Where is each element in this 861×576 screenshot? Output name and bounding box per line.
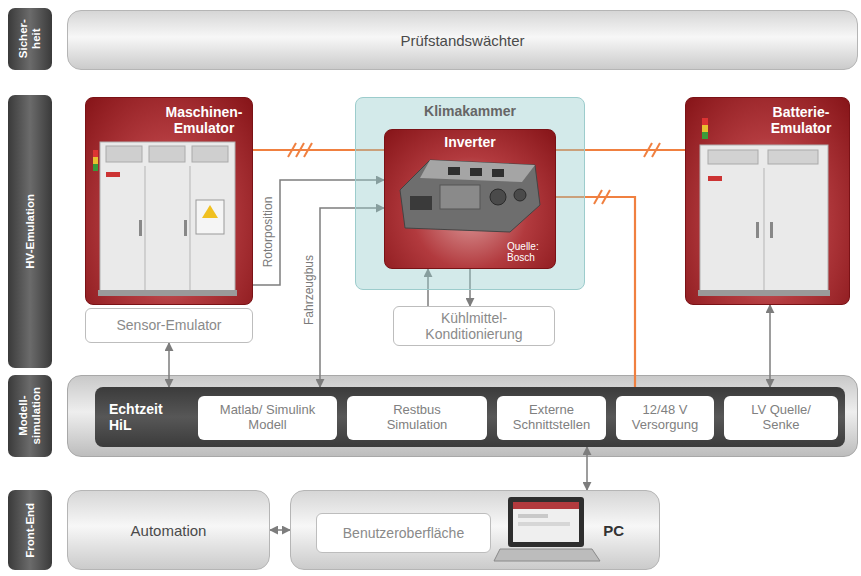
module-box: 12/48 V Versorgung (616, 396, 714, 440)
function-bar: PC Benutzeroberfläche (290, 490, 660, 570)
node-title: 12/48 V Versorgung (620, 403, 710, 433)
node-title: Klimakammer (356, 103, 584, 119)
phase-slashes-part (304, 143, 312, 157)
node-title: Batterie- Emulator (763, 104, 839, 136)
section-label: Modell- simulation (8, 375, 52, 457)
node-title: Sicher- heit (17, 12, 42, 66)
phase-slashes-part (644, 143, 652, 157)
chamber-box: KlimakammerInverterQuelle: Bosch (355, 97, 585, 290)
section-label: HV-Emulation (8, 95, 52, 368)
module-box: Restbus Simulation (347, 396, 487, 440)
node-title: Matlab/ Simulink Modell (216, 403, 320, 433)
signal-label: Rotorposition (261, 195, 275, 270)
emulator-box: InverterQuelle: Bosch (384, 129, 556, 269)
module-box: Externe Schnittstellen (497, 396, 606, 440)
node-title: LV Quelle/ Senke (737, 403, 825, 433)
node-title: PC (603, 522, 624, 539)
module-box: Matlab/ Simulink Modell (198, 396, 337, 440)
node-title: Restbus Simulation (367, 403, 467, 433)
realtime-box: Echtzeit HiL Matlab/ Simulink Modell Restb… (95, 387, 845, 447)
node-title: Echtzeit HiL (109, 401, 181, 433)
node-title: Automation (131, 522, 207, 539)
component-box: Benutzeroberfläche (316, 513, 491, 553)
phase-slashes-part (288, 143, 296, 157)
node-title: Maschinen- Emulator (162, 104, 246, 136)
component-box: Sensor-Emulator (85, 308, 253, 343)
source-note: Quelle: Bosch (507, 241, 547, 263)
node-title: Benutzeroberfläche (343, 525, 464, 541)
emulator-box: Batterie- Emulator (685, 97, 850, 305)
phase-slashes-part (652, 143, 660, 157)
node-title: Front-End (24, 494, 37, 566)
phase-slashes-part (594, 190, 602, 204)
signal-connector (168, 343, 170, 387)
phase-slashes-part (602, 190, 610, 204)
node-title: Kühlmittel- Konditionierung (398, 310, 550, 342)
signal-connector (270, 529, 290, 531)
emulator-box: Maschinen- Emulator (85, 97, 253, 305)
phase-slashes-part (296, 143, 304, 157)
function-bar: Automation (67, 490, 270, 570)
node-title: Externe Schnittstellen (502, 403, 602, 433)
signal-connector (769, 305, 771, 387)
node-title: Prüfstandswächter (400, 32, 524, 49)
signal-connector (586, 447, 588, 490)
node-title: Sensor-Emulator (116, 317, 221, 333)
node-title: HV-Emulation (24, 99, 37, 364)
component-box: Kühlmittel- Konditionierung (393, 306, 555, 346)
function-bar: Prüfstandswächter (67, 10, 858, 70)
module-box: LV Quelle/ Senke (724, 396, 838, 440)
signal-label: Fahrzeugbus (302, 253, 316, 327)
node-title: Modell- simulation (17, 379, 42, 453)
section-label: Sicher- heit (8, 8, 52, 70)
section-label: Front-End (8, 490, 52, 570)
node-title: Inverter (444, 134, 495, 150)
